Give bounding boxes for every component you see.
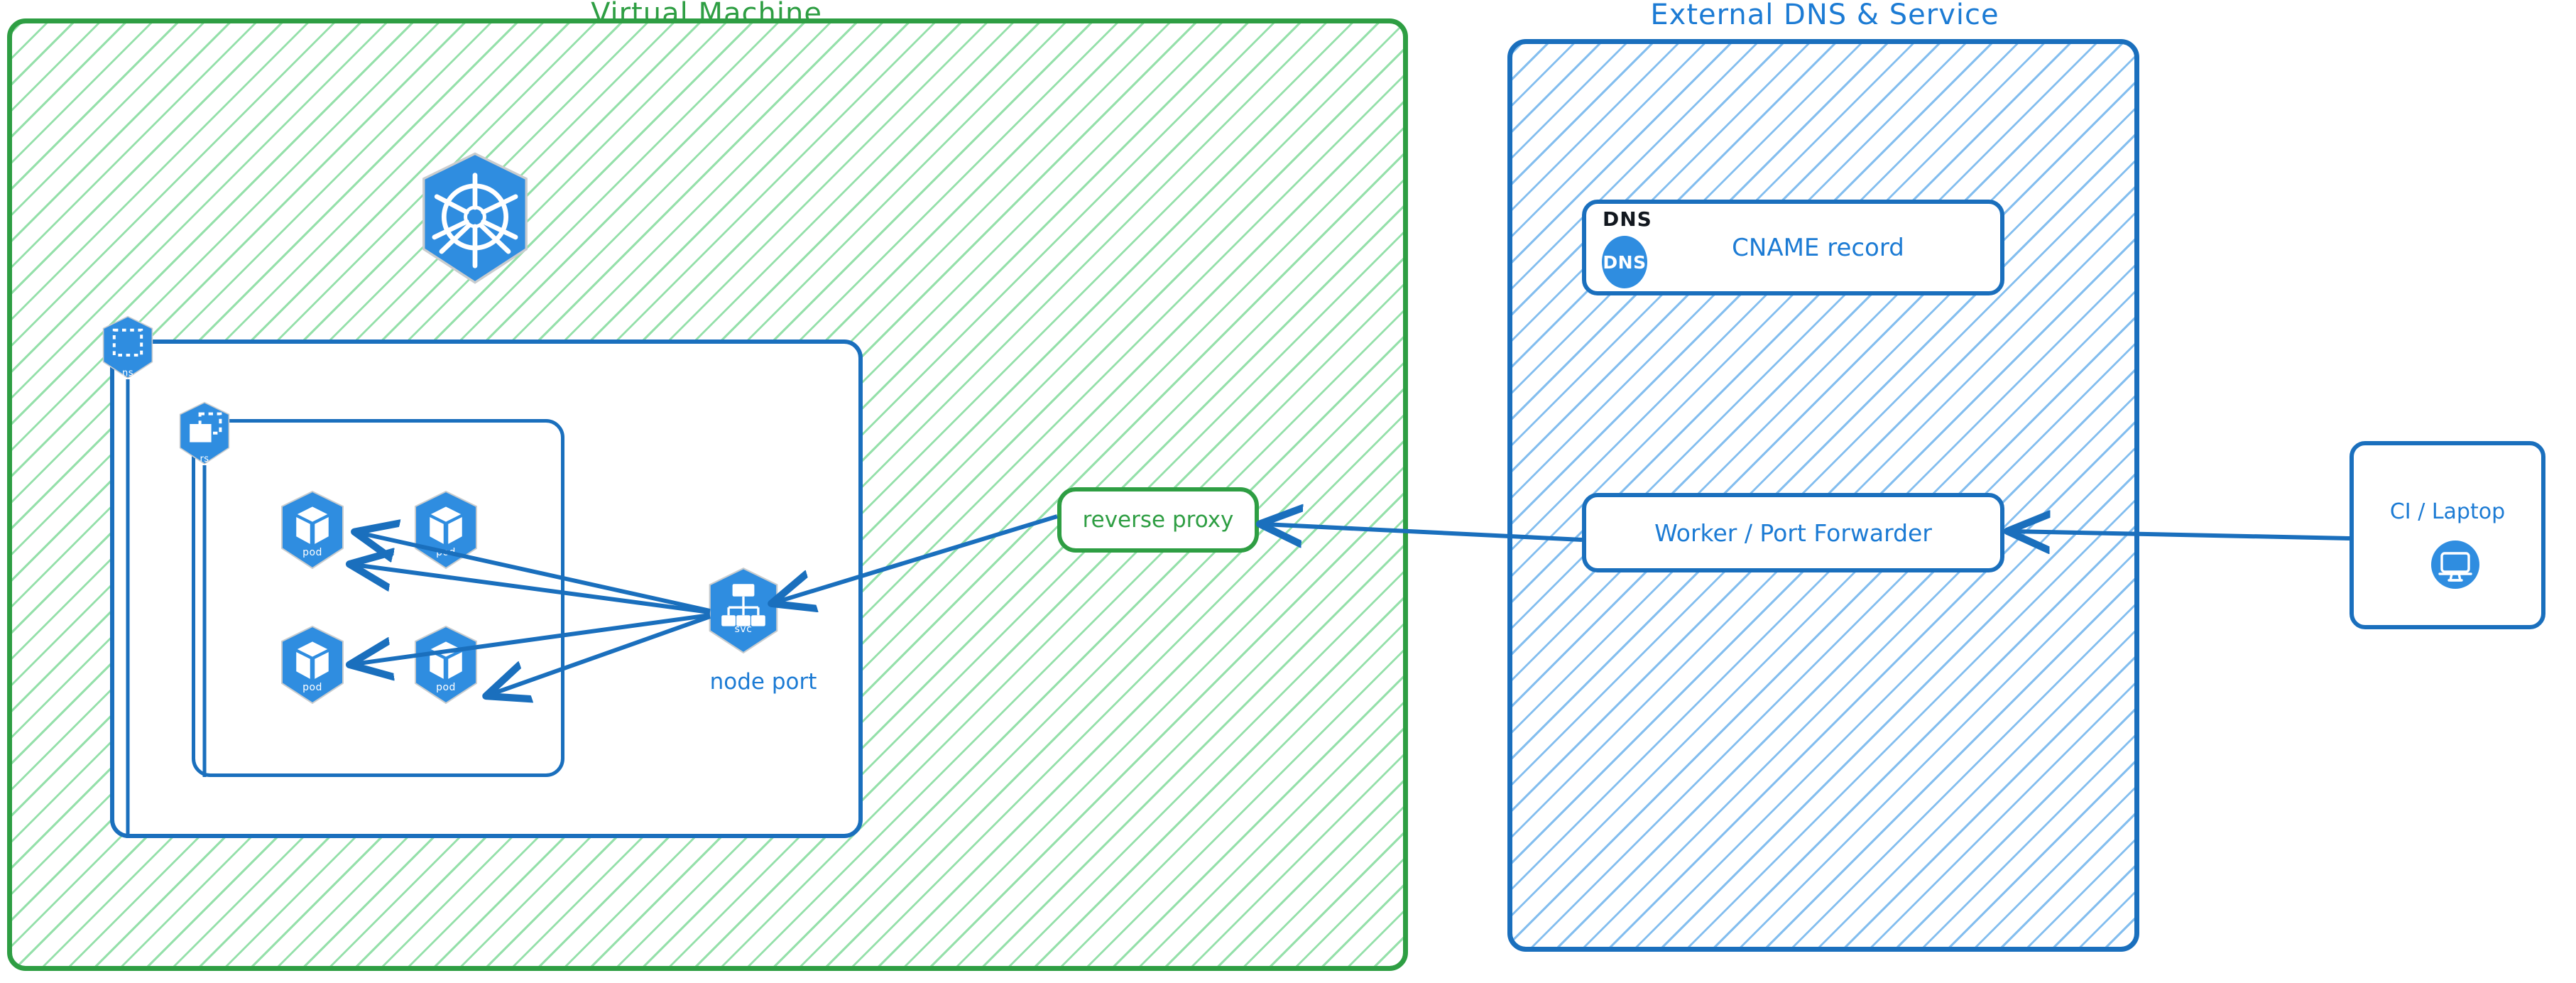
dns-record-card[interactable] <box>1582 200 2004 295</box>
worker-port-forwarder-label: Worker / Port Forwarder <box>1654 518 1932 547</box>
kubernetes-pod-icon: pod <box>410 625 481 705</box>
kubernetes-pod-icon: pod <box>277 625 348 705</box>
kubernetes-logo-icon <box>415 151 535 286</box>
node-port-label: node port <box>709 669 817 695</box>
kubernetes-namespace-icon: ns <box>99 315 156 379</box>
kubernetes-pod-icon: pod <box>277 490 348 570</box>
ci-laptop-box[interactable] <box>2349 441 2545 629</box>
external-dns-panel-title: External DNS & Service <box>1650 0 1999 31</box>
cname-record-label: CNAME record <box>1732 233 1904 262</box>
kubernetes-replicaset-icon: rs <box>176 401 233 465</box>
worker-port-forwarder-box[interactable] <box>1582 493 2004 572</box>
kubernetes-pod-icon: pod <box>410 490 481 570</box>
ci-laptop-label: CI / Laptop <box>2389 499 2506 524</box>
dns-kind-label: DNS <box>1603 207 1652 231</box>
reverse-proxy-box[interactable] <box>1057 487 1259 553</box>
dns-badge-icon: DNS <box>1602 236 1647 288</box>
reverse-proxy-label: reverse proxy <box>1082 507 1234 533</box>
kubernetes-service-icon: svc <box>704 567 782 654</box>
replicaset-pods-container <box>192 419 564 777</box>
desktop-monitor-icon <box>2431 541 2479 589</box>
